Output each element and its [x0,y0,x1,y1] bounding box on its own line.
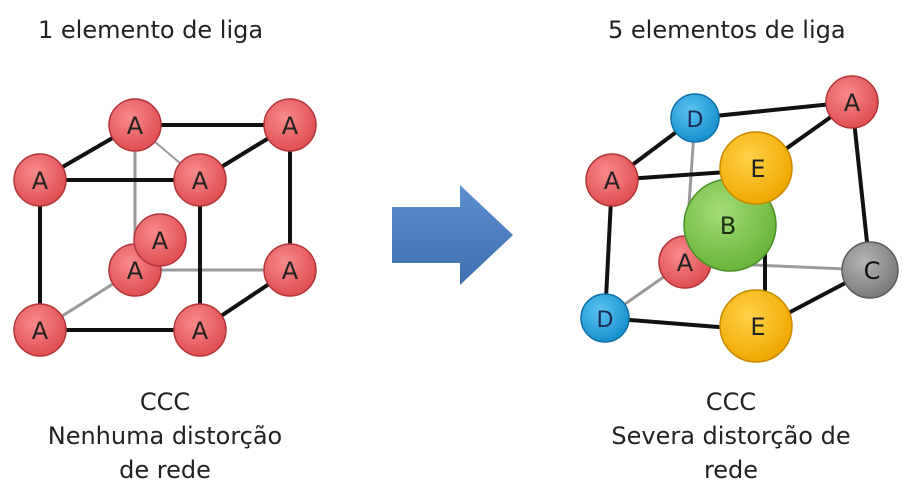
atom-label: B [720,212,736,240]
atom-label: A [192,167,209,195]
atom-label: C [864,257,881,285]
atom-d-front-bottom-left: D [580,293,630,343]
atom-label: A [844,89,861,117]
atom-label: D [597,308,614,333]
atom-label: E [750,155,765,183]
right-caption: CCC Severa distorção de rede [560,385,902,487]
atom-a-back-top-left: A [108,98,162,152]
atom-label: A [127,112,144,140]
bcc-lattice-single-element: A A A A A A A A [13,98,317,357]
atom-label: A [152,227,169,255]
atom-a-front-top-left: A [13,153,67,207]
atom-label: A [282,112,299,140]
left-structure-label: CCC [139,388,191,416]
atom-a-front-bottom-right: A [173,303,227,357]
atom-label: A [32,317,49,345]
atom-a-front-top-left: A [585,153,639,207]
atom-c-back-bottom-right: C [841,241,899,299]
left-caption: CCC Nenhuma distorção de rede [0,385,330,487]
single-element-panel: 1 elemento de liga A A [0,0,330,489]
atom-label: A [677,249,694,277]
atom-label: A [192,317,209,345]
atom-a-back-bottom-right: A [263,243,317,297]
atom-a-center: A [133,213,187,267]
atom-label: A [127,257,144,285]
atom-label: A [604,167,621,195]
right-arrow-icon [392,185,513,285]
bcc-lattice-five-elements: D A A C A B E D [580,75,899,363]
five-elements-panel: 5 elementos de liga [560,0,902,489]
left-description-line2: de rede [119,456,211,484]
atom-a-front-top-right: A [173,153,227,207]
atom-label: D [687,108,704,133]
atom-label: A [32,167,49,195]
right-structure-label: CCC [705,388,757,416]
atom-a-front-bottom-left: A [13,303,67,357]
atom-e-front-bottom-right: E [719,289,793,363]
atom-label: E [750,313,765,341]
right-description-line2: rede [703,456,759,484]
atom-a-back-top-right: A [263,98,317,152]
left-description-line1: Nenhuma distorção [47,422,283,450]
right-description-line1: Severa distorção de [611,422,851,450]
left-title: 1 elemento de liga [38,16,264,44]
atom-a-back-top-right: A [825,75,879,129]
atom-d-back-top: D [670,93,720,143]
atom-e-front-top-right: E [719,131,793,205]
atom-label: A [282,257,299,285]
right-title: 5 elementos de liga [608,16,846,44]
